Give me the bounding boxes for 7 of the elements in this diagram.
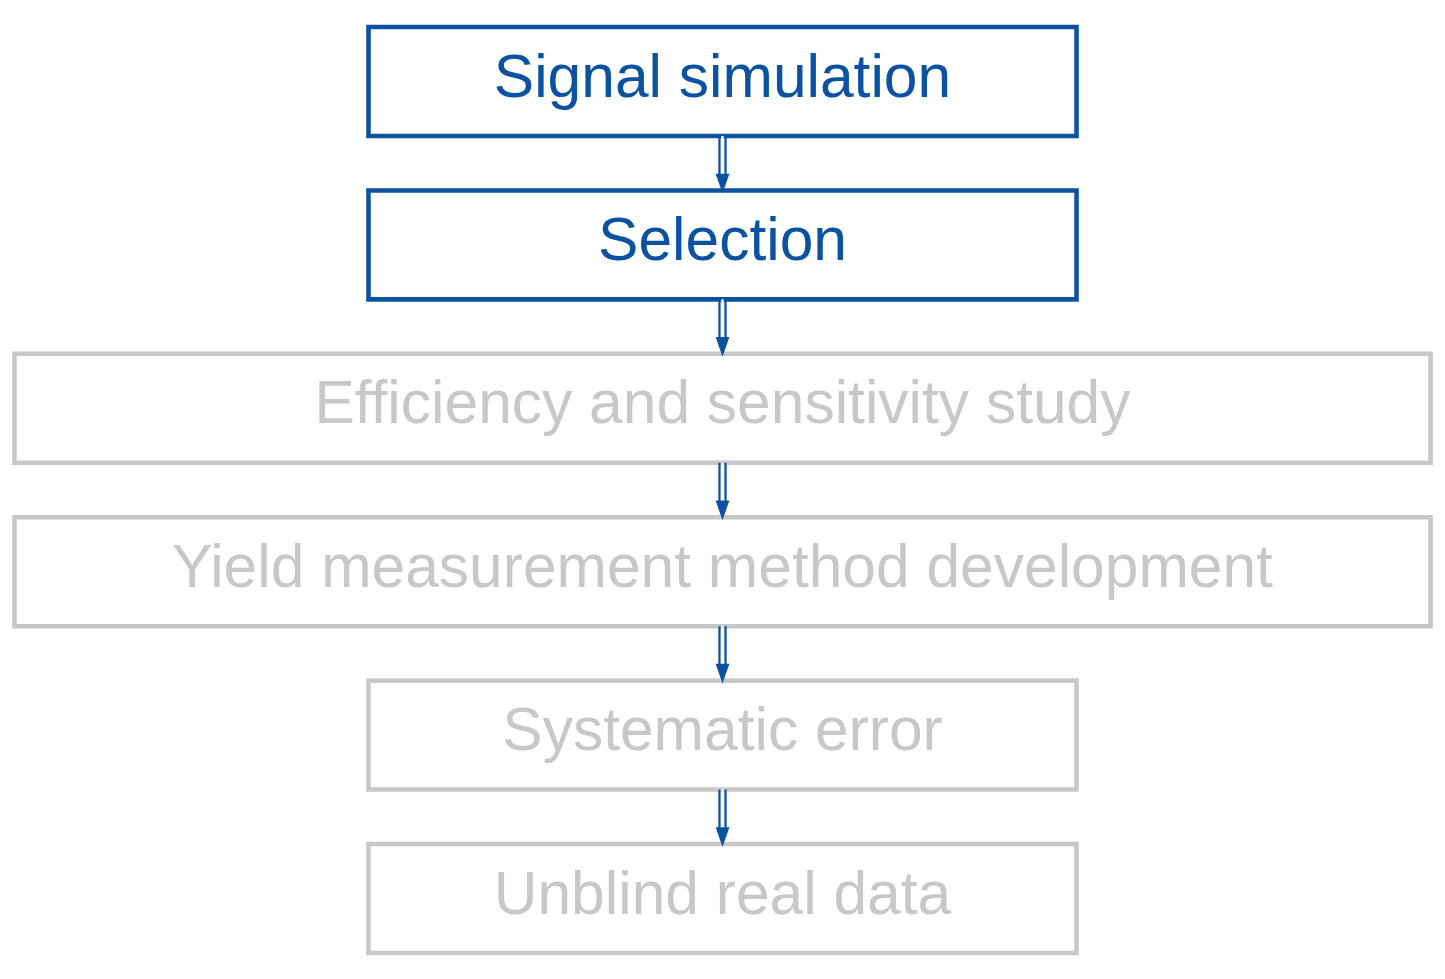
arrow [715,462,730,520]
arrow [715,135,730,193]
node-box: Selection [366,187,1079,302]
arrow [715,298,730,357]
arrow [715,625,730,684]
arrow [715,789,730,847]
node-box: Signal simulation [366,24,1079,138]
